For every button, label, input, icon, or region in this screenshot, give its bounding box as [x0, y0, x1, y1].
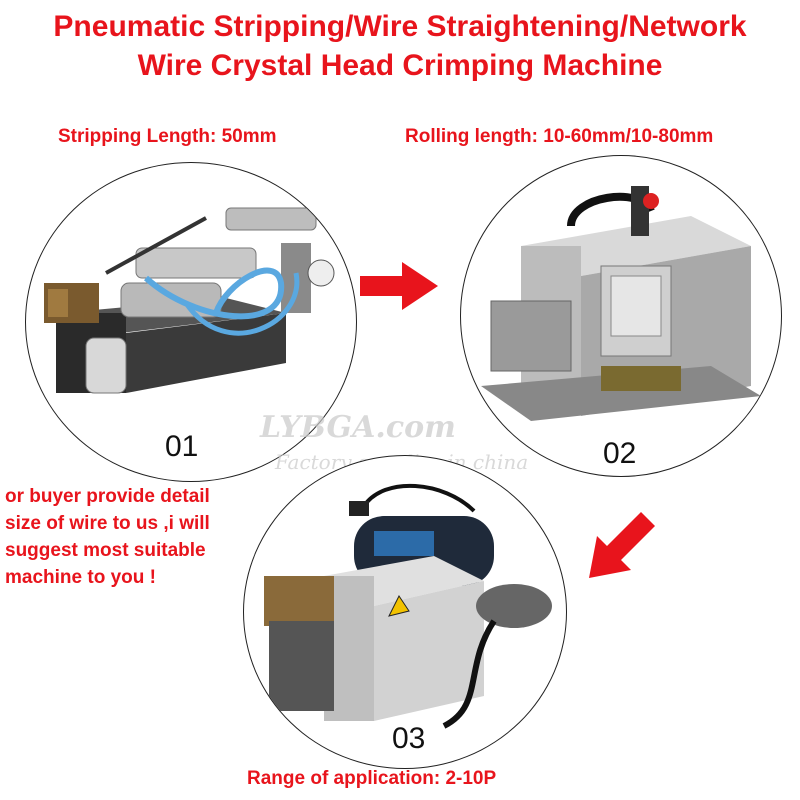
watermark-brand: LYBGA.com	[260, 410, 456, 445]
arrow-down-left-icon	[589, 512, 655, 578]
step-2-number: 02	[603, 437, 637, 470]
step-3-label: Range of application: 2-10P	[247, 768, 497, 789]
machine-03-photo	[243, 455, 567, 769]
machine-01-photo	[25, 162, 357, 482]
buyer-note-line-3: suggest most suitable	[5, 540, 206, 561]
title-line-1: Pneumatic Stripping/Wire Straightening/N…	[53, 10, 747, 43]
buyer-note: or buyer provide detail size of wire to …	[5, 483, 210, 591]
buyer-note-line-2: size of wire to us ,i will	[5, 513, 210, 534]
step-3-number: 03	[392, 722, 426, 755]
title-line-2: Wire Crystal Head Crimping Machine	[137, 49, 663, 82]
crystal-head-crimping-machine-icon	[264, 484, 552, 729]
wire-straightening-machine-icon	[481, 186, 761, 421]
machine-02-photo	[460, 155, 782, 477]
pneumatic-stripping-machine-icon	[44, 207, 335, 394]
buyer-note-line-1: or buyer provide detail	[5, 486, 210, 507]
step-1-number: 01	[165, 430, 199, 463]
step-1-label: Stripping Length: 50mm	[58, 126, 277, 147]
step-2-label: Rolling length: 10-60mm/10-80mm	[405, 126, 714, 147]
buyer-note-line-4: machine to you !	[5, 567, 156, 588]
arrow-right-icon	[360, 262, 438, 310]
